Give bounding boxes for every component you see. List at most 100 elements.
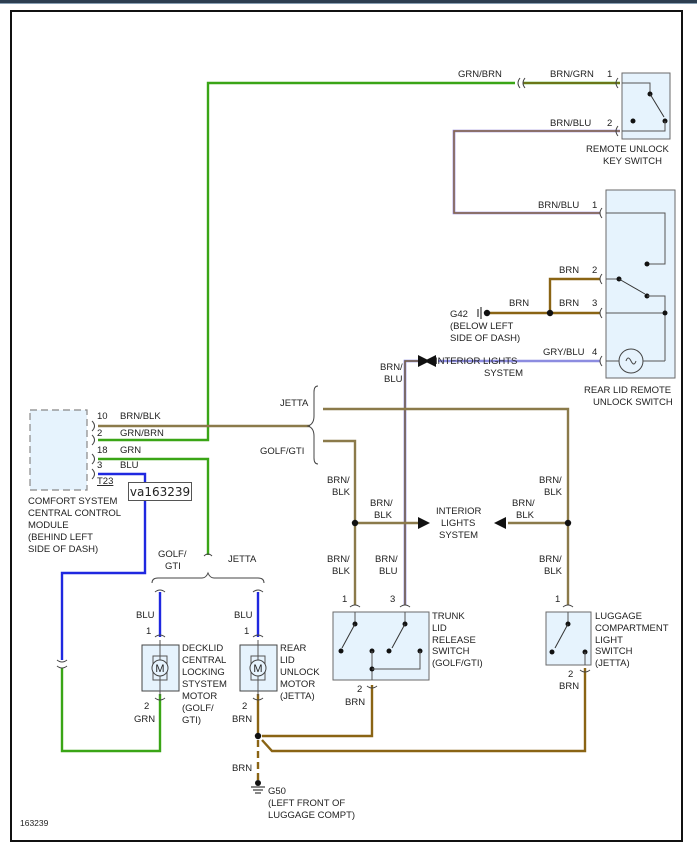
- decklid-motor: [141, 634, 180, 701]
- arrow-interior-lights-right: [418, 355, 430, 367]
- label-blk-r2: BLK: [544, 487, 563, 498]
- trunk-lid-release-switch: [332, 604, 430, 689]
- label-decklid-4: STYSTEM: [182, 679, 227, 690]
- label-interior-mid: INTERIOR: [436, 506, 482, 517]
- label-trunk-4: SWITCH: [432, 646, 470, 657]
- pin-rear-4: 4: [592, 347, 597, 358]
- diagram-frame: [10, 10, 683, 842]
- label-decklid-1: DECKLID: [182, 643, 223, 654]
- figure-id: 163239: [20, 818, 49, 828]
- wire-grn-decklid: [60, 668, 162, 753]
- label-luggage-1: LUGGAGE: [595, 611, 642, 622]
- pin-luggage-1: 1: [555, 594, 560, 605]
- splice-right: [564, 519, 572, 527]
- wire-brn-blu-link: [452, 129, 620, 215]
- label-trunk-3: RELEASE: [432, 635, 476, 646]
- label-g50-loc1: (LEFT FRONT OF: [268, 798, 345, 809]
- label-blu-rearlid: BLU: [234, 610, 253, 621]
- label-module-3: MODULE: [28, 520, 69, 531]
- splice-left: [351, 519, 359, 527]
- arrow-interior-left: [418, 517, 430, 529]
- label-golf-motor: GOLF/: [158, 549, 187, 560]
- label-brn-l4: BRN/: [375, 554, 398, 565]
- label-g50: G50: [268, 786, 286, 797]
- label-module-1: COMFORT SYSTEM: [28, 496, 117, 507]
- label-golf-gti: GOLF/GTI: [260, 446, 304, 457]
- label-jetta-top: JETTA: [280, 398, 309, 409]
- wire-brn-pin2: [548, 277, 600, 313]
- pin-decklid-2: 2: [144, 701, 149, 712]
- pin-rearlid-2: 2: [242, 701, 247, 712]
- label-module-5: SIDE OF DASH): [28, 544, 98, 555]
- label-luggage-5: (JETTA): [595, 658, 630, 669]
- label-decklid-3: LOCKING: [182, 667, 225, 678]
- label-blk-l1: BLK: [332, 487, 351, 498]
- label-brn-g42: BRN: [509, 298, 529, 309]
- label-gry-blu: GRY/BLU: [543, 347, 585, 358]
- label-rearlid-1: REAR: [280, 643, 307, 654]
- label-module-grn: GRN: [120, 445, 141, 456]
- label-lights-mid: LIGHTS: [441, 518, 475, 529]
- label-brn-r3: BRN/: [539, 554, 562, 565]
- label-rearlid-4: MOTOR: [280, 679, 315, 690]
- motor-icon: [249, 659, 267, 677]
- window-top-bar: [0, 0, 697, 3]
- label-brn-blu-key2: BRN/BLU: [550, 118, 591, 129]
- pin-trunk-3: 3: [390, 594, 395, 605]
- label-luggage-4: SWITCH: [595, 646, 633, 657]
- arrow-interior-right: [494, 517, 506, 529]
- comfort-control-module: [29, 409, 95, 491]
- pin-rear-3: 3: [592, 298, 597, 309]
- pin-trunk-2: 2: [357, 684, 362, 695]
- pin-module-2: 2: [97, 428, 102, 439]
- pin-rear-1: 1: [592, 200, 597, 211]
- ground-g42-icon: [477, 307, 491, 319]
- label-brn-r2: BRN/: [539, 475, 562, 486]
- pin-key-2: 2: [607, 118, 612, 129]
- label-decklid-5: MOTOR: [182, 691, 217, 702]
- pin-module-18: 18: [97, 445, 108, 456]
- pin-rearlid-1: 1: [244, 626, 249, 637]
- label-brn-slash-top: BRN/: [380, 362, 403, 373]
- label-blk-l2: BLK: [374, 510, 393, 521]
- label-brn-trunk2: BRN: [345, 697, 365, 708]
- label-trunk-2: LID: [432, 623, 447, 634]
- label-trunk-5: (GOLF/GTI): [432, 658, 483, 669]
- pin-module-3: 3: [97, 460, 102, 471]
- motor-icon: [151, 659, 169, 677]
- label-module-brn-blk: BRN/BLK: [120, 411, 161, 422]
- label-blu-top: BLU: [384, 374, 403, 385]
- splice-g42: [546, 309, 554, 317]
- label-unlock-switch: UNLOCK SWITCH: [593, 397, 673, 408]
- motor-symbol-decklid: M: [155, 663, 164, 675]
- label-system-mid: SYSTEM: [439, 530, 478, 541]
- label-rear-lid-remote: REAR LID REMOTE: [584, 385, 671, 396]
- label-brn-blu-rear1: BRN/BLU: [538, 200, 579, 211]
- label-blu-l4: BLU: [379, 566, 398, 577]
- pin-trunk-1: 1: [342, 594, 347, 605]
- connector-grn-split: [203, 553, 213, 557]
- wire-grn-module: [98, 457, 210, 555]
- label-jetta-motor: JETTA: [228, 554, 257, 565]
- wire-brn-blu-trunk: [403, 359, 418, 605]
- ground-g50-icon: [251, 780, 265, 794]
- label-connector-t23: T23: [97, 476, 113, 487]
- label-grn-brn-top: GRN/BRN: [458, 69, 502, 80]
- rear-lid-remote-unlock-switch: [599, 189, 676, 379]
- label-grn-decklid: GRN: [134, 714, 155, 725]
- label-trunk-1: TRUNK: [432, 611, 465, 622]
- label-blk-l3: BLK: [332, 566, 351, 577]
- pin-decklid-1: 1: [146, 626, 151, 637]
- label-decklid-7: GTI): [182, 715, 201, 726]
- pin-key-1: 1: [607, 69, 612, 80]
- label-module-blu: BLU: [120, 460, 139, 471]
- rear-lid-motor: [239, 634, 278, 701]
- wire-brn-luggage: [261, 668, 587, 753]
- label-module-4: (BEHIND LEFT: [28, 532, 93, 543]
- luggage-light-switch: [545, 604, 592, 673]
- label-brn-rear2: BRN: [559, 265, 579, 276]
- label-module-2: CENTRAL CONTROL: [28, 508, 121, 519]
- wire-grn-brn-top: [98, 81, 515, 442]
- connector-inline-top: [517, 77, 526, 89]
